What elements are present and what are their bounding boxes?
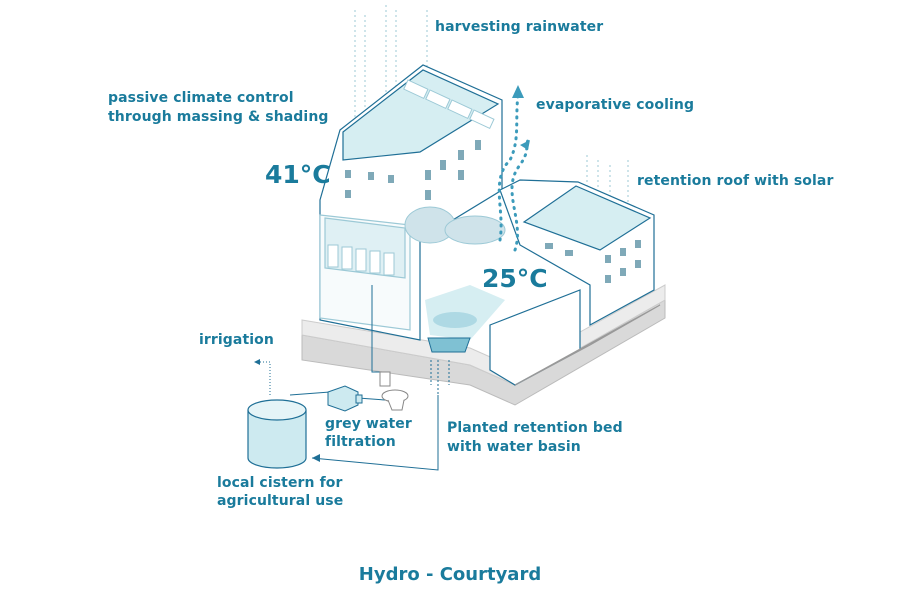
filter-unit bbox=[327, 385, 363, 412]
label-grey-water-1: grey water bbox=[325, 416, 412, 432]
courtyard-planting bbox=[404, 206, 506, 353]
right-building bbox=[489, 179, 661, 386]
toilet-icon bbox=[379, 371, 409, 411]
label-evaporative-cooling: evaporative cooling bbox=[536, 97, 695, 113]
label-irrigation: irrigation bbox=[199, 332, 274, 348]
arrow-up-icon bbox=[520, 140, 530, 150]
label-cistern-1: local cistern for bbox=[217, 475, 343, 491]
label-passive-climate-2: through massing & shading bbox=[108, 109, 329, 125]
label-planted-bed-1: Planted retention bed bbox=[447, 420, 623, 436]
arrow-left-icon bbox=[254, 359, 260, 365]
label-grey-water-2: filtration bbox=[325, 434, 396, 450]
diagram-title: Hydro - Courtyard bbox=[358, 564, 542, 585]
infiltration-arrows bbox=[430, 360, 450, 395]
label-harvesting-rainwater: harvesting rainwater bbox=[435, 19, 604, 35]
label-passive-climate-1: passive climate control bbox=[108, 90, 294, 106]
arrow-up-icon bbox=[512, 85, 524, 98]
label-retention-roof: retention roof with solar bbox=[637, 173, 834, 189]
cistern bbox=[247, 399, 307, 469]
label-cistern-2: agricultural use bbox=[217, 493, 344, 509]
label-planted-bed-2: with water basin bbox=[447, 439, 581, 455]
outside-temperature: 41°C bbox=[265, 160, 331, 189]
arrow-left-icon bbox=[312, 454, 320, 462]
courtyard-temperature: 25°C bbox=[482, 264, 548, 293]
right-windows bbox=[545, 240, 641, 283]
ground-slab bbox=[301, 284, 666, 406]
windows bbox=[345, 140, 481, 200]
